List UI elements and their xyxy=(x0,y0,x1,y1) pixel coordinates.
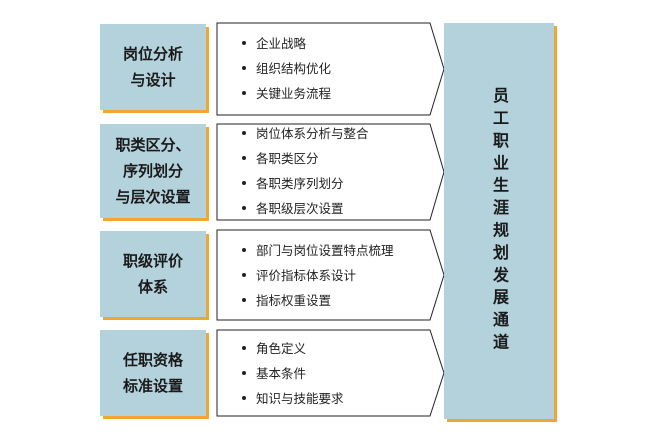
stage-2-item: 各职类序列划分 xyxy=(242,171,427,196)
stage-3-item: 评价指标体系设计 xyxy=(242,263,427,288)
stage-2-title-box: 职类区分、 序列划分 与层次设置 xyxy=(100,124,206,218)
stage-2-title-line-2: 序列划分 xyxy=(122,162,183,180)
stage-1-title-line-2: 与设计 xyxy=(130,71,176,89)
stage-2-title-line-3: 与层次设置 xyxy=(115,188,191,206)
stage-1-item: 组织结构优化 xyxy=(242,56,427,81)
stage-2-item-list: 岗位体系分析与整合 各职类区分 各职类序列划分 各职级层次设置 xyxy=(242,121,427,221)
stage-4-item-list: 角色定义 基本条件 知识与技能要求 xyxy=(242,336,427,411)
stage-3-item: 部门与岗位设置特点梳理 xyxy=(242,238,427,263)
stage-2-item: 岗位体系分析与整合 xyxy=(242,121,427,146)
stage-2-item: 各职级层次设置 xyxy=(242,196,427,221)
stage-3-item-list: 部门与岗位设置特点梳理 评价指标体系设计 指标权重设置 xyxy=(242,238,427,313)
stage-2-item: 各职类区分 xyxy=(242,146,427,171)
stage-3-title-line-1: 职级评价 xyxy=(122,252,183,270)
stage-4-title-line-1: 任职资格 xyxy=(122,351,183,369)
stage-2-title-line-1: 职类区分、 xyxy=(115,136,191,154)
stage-4-item: 知识与技能要求 xyxy=(242,386,427,411)
career-path-result-label: 员工职业生涯规划发展通道 xyxy=(490,86,509,356)
stage-3-item: 指标权重设置 xyxy=(242,288,427,313)
stage-1-title-line-1: 岗位分析 xyxy=(122,45,183,63)
stage-1-title-box: 岗位分析 与设计 xyxy=(100,24,206,110)
stage-4-title-line-2: 标准设置 xyxy=(122,377,183,395)
stage-4-title-box: 任职资格 标准设置 xyxy=(100,330,206,416)
stage-4-item: 基本条件 xyxy=(242,361,427,386)
stage-3-title-box: 职级评价 体系 xyxy=(100,231,206,317)
career-path-result-box: 员工职业生涯规划发展通道 xyxy=(444,23,554,419)
stage-3-title-line-2: 体系 xyxy=(137,278,168,296)
stage-1-item: 企业战略 xyxy=(242,31,427,56)
stage-1-item-list: 企业战略 组织结构优化 关键业务流程 xyxy=(242,31,427,106)
stage-4-item: 角色定义 xyxy=(242,336,427,361)
stage-1-item: 关键业务流程 xyxy=(242,81,427,106)
